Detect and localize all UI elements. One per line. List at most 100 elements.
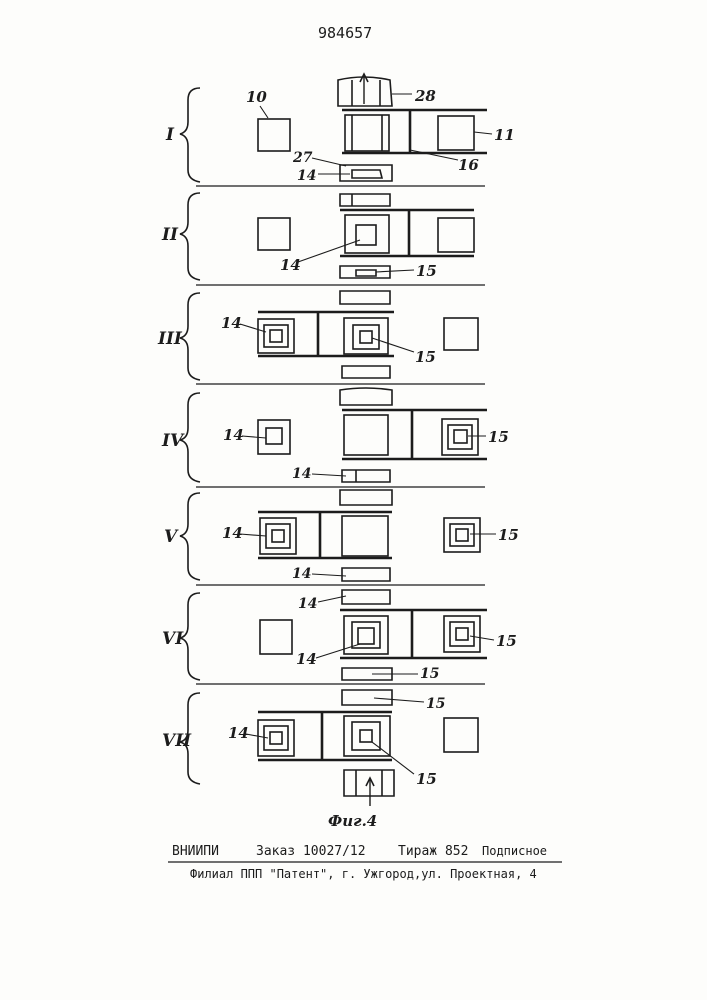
label-15-r6: 15 [496, 632, 517, 650]
brace-2 [180, 193, 200, 280]
outgoing-block [344, 770, 394, 796]
block-14-core [272, 530, 284, 542]
block-14-outer [264, 325, 288, 347]
label-15-r4: 15 [488, 428, 509, 446]
label-28: 28 [414, 87, 436, 105]
mold-center [342, 516, 388, 556]
leader-14-r5b [312, 574, 346, 576]
footer-subscription: Подписное [482, 844, 547, 858]
footer-order: Заказ 10027/12 [256, 844, 366, 859]
row-6 [260, 590, 487, 680]
label-14-r1: 14 [297, 168, 316, 184]
incoming-block-28 [338, 77, 392, 106]
label-15-r6b: 15 [420, 666, 439, 682]
label-15-r3: 15 [415, 348, 436, 366]
label-15-r7a: 15 [426, 696, 445, 712]
block-14-core [358, 628, 374, 644]
mold-11 [438, 116, 474, 150]
row-3 [258, 291, 478, 378]
leader-14-r6 [316, 644, 360, 658]
bottom-block [342, 366, 390, 378]
block-14-outer [266, 524, 290, 548]
brace-3 [180, 293, 200, 380]
row-numeral-2: II [161, 225, 179, 245]
empty-mold-right [444, 718, 478, 752]
block-15-outer [450, 524, 474, 546]
leader-14-r4b [312, 474, 346, 476]
leader-14-r5 [240, 534, 266, 536]
block-15-core [456, 529, 468, 541]
block-15-outer [353, 325, 379, 349]
empty-mold-left [260, 620, 292, 654]
leader-14-r3 [240, 324, 266, 332]
block-15-outer [352, 722, 380, 750]
patent-number: 984657 [318, 24, 372, 42]
label-14-r5: 14 [222, 524, 243, 542]
row-numeral-4: IV [161, 431, 185, 451]
block-15-core [360, 331, 372, 343]
leader-15-r7a [374, 698, 424, 702]
top-block [340, 388, 392, 405]
top-block [340, 490, 392, 505]
footer-branch: Филиал ППП "Патент", г. Ужгород,ул. Прое… [190, 867, 537, 881]
label-14-r2: 14 [280, 256, 301, 274]
label-10: 10 [246, 88, 267, 106]
block-14-bottom [342, 470, 390, 482]
block-15-inner [356, 270, 376, 276]
top-block [340, 194, 390, 206]
empty-mold-left [258, 218, 290, 250]
top-block [340, 291, 390, 304]
block-15-core [454, 430, 467, 443]
block-14-core [270, 330, 282, 342]
leader-11 [474, 132, 492, 134]
block-15-core [456, 628, 468, 640]
leader-14-r4 [242, 436, 266, 438]
leader-10 [260, 106, 268, 118]
row-numeral-6: VI [162, 629, 184, 649]
label-14-r3: 14 [221, 314, 242, 332]
label-11: 11 [494, 126, 515, 144]
label-27: 27 [292, 150, 313, 166]
label-14-r4b: 14 [292, 466, 311, 482]
mold-left [258, 420, 290, 454]
label-14-r4: 14 [223, 426, 244, 444]
leader-lines [240, 94, 496, 774]
label-15-r2: 15 [416, 262, 437, 280]
block-14-inner [352, 170, 382, 178]
brace-1 [180, 88, 200, 182]
block-15-core [360, 730, 372, 742]
label-14-r5b: 14 [292, 566, 311, 582]
row-numeral-5: V [164, 527, 179, 547]
label-14-r7: 14 [228, 724, 249, 742]
label-16: 16 [458, 156, 479, 174]
label-15-r7: 15 [416, 770, 437, 788]
mold-right [438, 218, 474, 252]
brace-5 [180, 493, 200, 580]
row-numeral-1: I [165, 125, 175, 145]
block-14 [266, 428, 282, 444]
block-14 [356, 225, 376, 245]
footer-imprint: ВНИИПИ Заказ 10027/12 Тираж 852 Подписно… [168, 844, 562, 881]
block-14-top [342, 590, 390, 604]
empty-mold-10 [258, 119, 290, 151]
leader-27 [312, 158, 346, 166]
block-14-bottom [342, 568, 390, 581]
footer-org: ВНИИПИ [172, 844, 219, 859]
figure-caption: Фиг.4 [328, 812, 377, 830]
block-15-outer [448, 425, 472, 449]
footer-circulation: Тираж 852 [398, 844, 468, 859]
block-15-outer [450, 622, 474, 646]
block-14-core [270, 732, 282, 744]
label-15-r5: 15 [498, 526, 519, 544]
label-14-r6: 14 [296, 650, 317, 668]
leader-15-r2 [376, 270, 414, 272]
label-14-r6a: 14 [298, 596, 317, 612]
leader-16 [410, 150, 458, 160]
mold-cell [345, 215, 389, 253]
empty-mold-right [444, 318, 478, 350]
row-numeral-3: III [157, 329, 183, 349]
row-numeral-7: VII [162, 731, 192, 751]
leader-14-r2 [298, 240, 360, 262]
block-15-top [342, 690, 392, 705]
